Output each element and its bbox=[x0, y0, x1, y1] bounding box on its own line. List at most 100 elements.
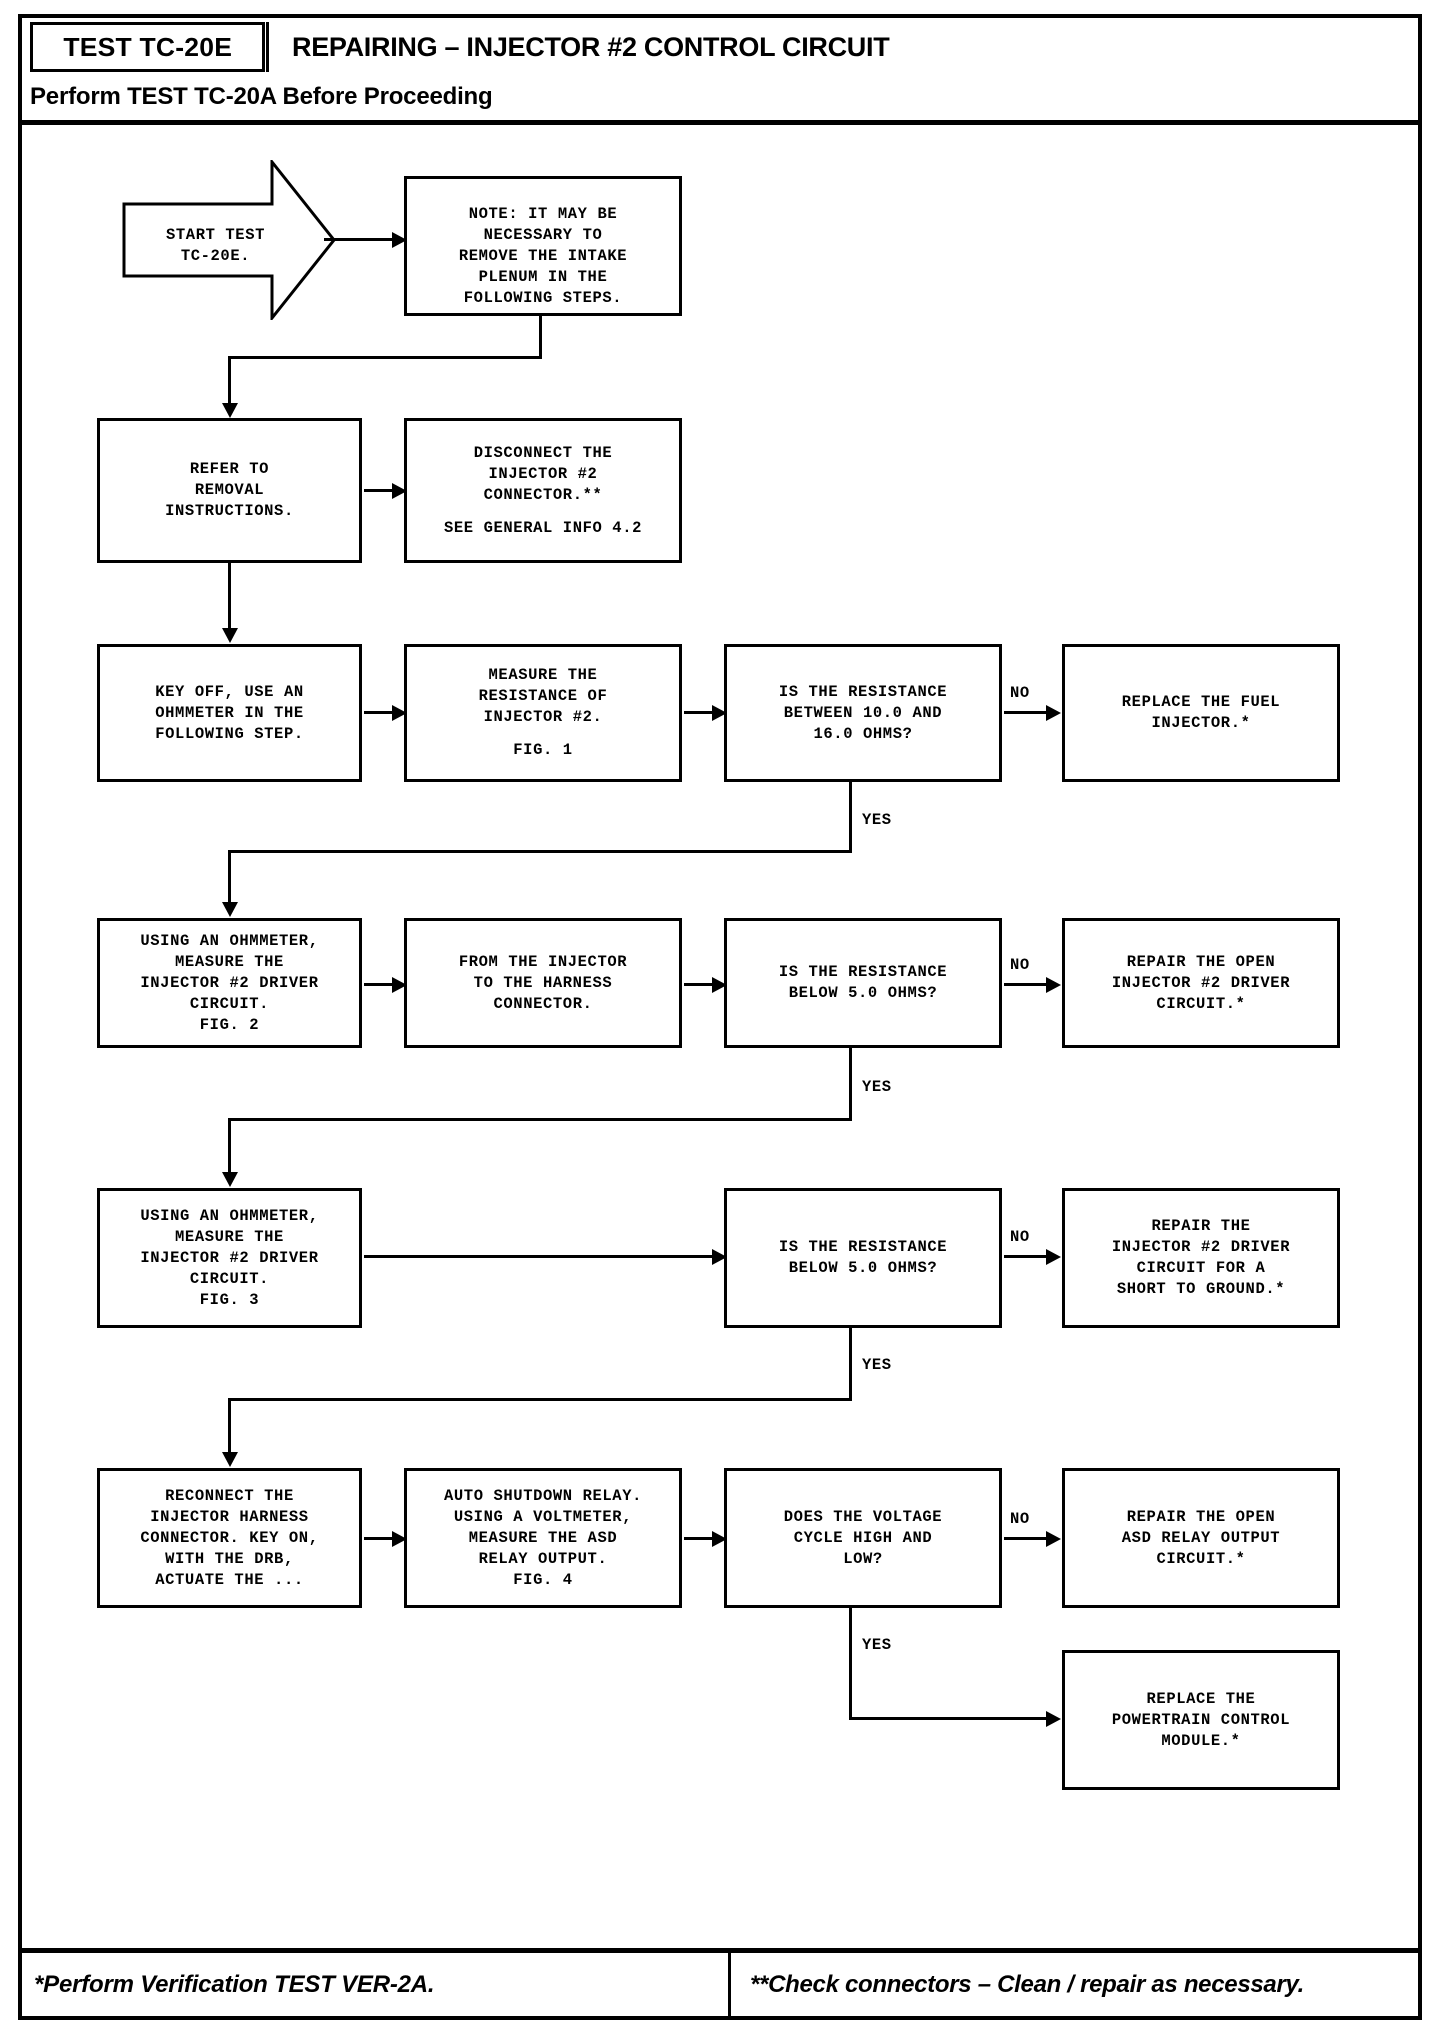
node-decision-below-5-ohms-b: IS THE RESISTANCE BELOW 5.0 OHMS? bbox=[724, 1188, 1002, 1328]
page-title: REPAIRING – INJECTOR #2 CONTROL CIRCUIT bbox=[292, 31, 890, 62]
arrowhead-decision4-yes bbox=[1046, 1711, 1061, 1727]
node-auto-shutdown-label: AUTO SHUTDOWN RELAY. USING A VOLTMETER, … bbox=[443, 1486, 643, 1589]
connector-note-to-refer bbox=[228, 356, 231, 412]
node-from-injector-harness-label: FROM THE INJECTOR TO THE HARNESS CONNECT… bbox=[458, 952, 628, 1013]
node-note-text: NOTE: IT MAY BE NECESSARY TO REMOVE THE … bbox=[459, 183, 627, 309]
start-arrow-shape bbox=[122, 160, 336, 320]
branch-label-yes-3: YES bbox=[862, 1356, 892, 1374]
connector-decision4-no bbox=[1004, 1537, 1050, 1540]
arrowhead-reconnect-to-asd bbox=[392, 1531, 407, 1547]
connector-decision3-no bbox=[1004, 1255, 1050, 1258]
branch-label-no-2: NO bbox=[1010, 956, 1030, 974]
node-auto-shutdown-relay: AUTO SHUTDOWN RELAY. USING A VOLTMETER, … bbox=[404, 1468, 682, 1608]
node-from-injector-harness: FROM THE INJECTOR TO THE HARNESS CONNECT… bbox=[404, 918, 682, 1048]
arrowhead-refer-down bbox=[222, 628, 238, 643]
arrowhead-decision3-no bbox=[1046, 1249, 1061, 1265]
node-disconnect-main-label: DISCONNECT THE INJECTOR #2 CONNECTOR.** bbox=[473, 443, 613, 504]
connector-asd-to-decision4 bbox=[684, 1537, 716, 1540]
node-ohmmeter-driver-fig3: USING AN OHMMETER, MEASURE THE INJECTOR … bbox=[97, 1188, 362, 1328]
arrowhead-asd-to-decision4 bbox=[712, 1531, 727, 1547]
connector-decision4-yes-down bbox=[849, 1608, 852, 1720]
connector-decision1-yes-to-row4 bbox=[228, 850, 231, 910]
arrowhead-decision2-yes bbox=[222, 1172, 238, 1187]
test-id-box: TEST TC-20E bbox=[30, 22, 265, 72]
branch-label-yes-1: YES bbox=[862, 811, 892, 829]
note-body-label: IT MAY BE NECESSARY TO REMOVE THE INTAKE… bbox=[458, 205, 628, 307]
node-repair-short-to-ground: REPAIR THE INJECTOR #2 DRIVER CIRCUIT FO… bbox=[1062, 1188, 1340, 1328]
node-repair-open-driver-label: REPAIR THE OPEN INJECTOR #2 DRIVER CIRCU… bbox=[1111, 952, 1291, 1013]
connector-decision2-yes-down bbox=[849, 1048, 852, 1118]
connector-decision4-yes-right bbox=[849, 1717, 1050, 1720]
arrowhead-decision4-no bbox=[1046, 1531, 1061, 1547]
node-reconnect-harness: RECONNECT THE INJECTOR HARNESS CONNECTOR… bbox=[97, 1468, 362, 1608]
arrowhead-decision1-no bbox=[1046, 705, 1061, 721]
branch-label-yes-2: YES bbox=[862, 1078, 892, 1096]
node-replace-fuel-injector: REPLACE THE FUEL INJECTOR.* bbox=[1062, 644, 1340, 782]
node-decision-resistance-range: IS THE RESISTANCE BETWEEN 10.0 AND 16.0 … bbox=[724, 644, 1002, 782]
footer-left-note: *Perform Verification TEST VER-2A. bbox=[34, 1970, 435, 1998]
branch-label-no-1: NO bbox=[1010, 684, 1030, 702]
arrowhead-harness-to-decision2 bbox=[712, 977, 727, 993]
node-repair-open-asd-label: REPAIR THE OPEN ASD RELAY OUTPUT CIRCUIT… bbox=[1121, 1507, 1281, 1568]
node-decision-2-label: IS THE RESISTANCE BELOW 5.0 OHMS? bbox=[778, 963, 948, 1002]
connector-decision3-yes-left bbox=[228, 1398, 852, 1401]
connector-decision3-yes-to-row6 bbox=[228, 1398, 231, 1460]
node-measure-fig-label: FIG. 1 bbox=[513, 741, 573, 759]
connector-decision2-yes-to-row5 bbox=[228, 1118, 231, 1180]
connector-note-left bbox=[228, 356, 542, 359]
connector-start-to-note bbox=[324, 238, 396, 241]
node-reconnect-harness-label: RECONNECT THE INJECTOR HARNESS CONNECTOR… bbox=[140, 1486, 319, 1589]
branch-label-no-4: NO bbox=[1010, 1510, 1030, 1528]
node-key-off-label: KEY OFF, USE AN OHMMETER IN THE FOLLOWIN… bbox=[155, 682, 304, 743]
test-id-label: TEST TC-20E bbox=[63, 31, 232, 62]
connector-refer-down bbox=[228, 563, 231, 638]
header-subtitle: Perform TEST TC-20A Before Proceeding bbox=[30, 83, 493, 110]
header-rule bbox=[22, 120, 1418, 125]
node-decision-below-5-ohms-a: IS THE RESISTANCE BELOW 5.0 OHMS? bbox=[724, 918, 1002, 1048]
node-decision-3-label: IS THE RESISTANCE BELOW 5.0 OHMS? bbox=[778, 1238, 948, 1277]
arrowhead-start-to-note bbox=[392, 232, 407, 248]
node-repair-open-driver-circuit: REPAIR THE OPEN INJECTOR #2 DRIVER CIRCU… bbox=[1062, 918, 1340, 1048]
connector-reconnect-to-asd bbox=[364, 1537, 396, 1540]
arrowhead-keyoff-to-measure bbox=[392, 705, 407, 721]
node-ohmmeter-driver-fig2: USING AN OHMMETER, MEASURE THE INJECTOR … bbox=[97, 918, 362, 1048]
connector-fig3-to-decision3 bbox=[364, 1255, 716, 1258]
connector-note-down bbox=[539, 316, 542, 356]
arrowhead-fig3-to-decision3 bbox=[712, 1249, 727, 1265]
branch-label-no-3: NO bbox=[1010, 1228, 1030, 1246]
node-key-off: KEY OFF, USE AN OHMMETER IN THE FOLLOWIN… bbox=[97, 644, 362, 782]
node-ohmmeter-driver-fig3-label: USING AN OHMMETER, MEASURE THE INJECTOR … bbox=[140, 1206, 319, 1309]
connector-harness-to-decision2 bbox=[684, 983, 716, 986]
node-note: NOTE: IT MAY BE NECESSARY TO REMOVE THE … bbox=[404, 176, 682, 316]
connector-decision1-yes-down bbox=[849, 782, 852, 850]
node-measure-resistance: MEASURE THE RESISTANCE OF INJECTOR #2. F… bbox=[404, 644, 682, 782]
footer-divider bbox=[728, 1953, 731, 2016]
connector-decision3-yes-down bbox=[849, 1328, 852, 1398]
arrowhead-note-to-refer bbox=[222, 403, 238, 418]
node-replace-pcm-label: REPLACE THE POWERTRAIN CONTROL MODULE.* bbox=[1111, 1689, 1291, 1750]
connector-refer-to-disconnect bbox=[364, 489, 396, 492]
node-refer-removal-label: REFER TO REMOVAL INSTRUCTIONS. bbox=[165, 460, 294, 520]
connector-decision2-no bbox=[1004, 983, 1050, 986]
node-start-label: START TEST TC-20E. bbox=[165, 226, 265, 265]
footer-right-note: **Check connectors – Clean / repair as n… bbox=[750, 1970, 1305, 1998]
node-disconnect-sub-label: SEE GENERAL INFO 4.2 bbox=[443, 518, 643, 537]
branch-label-yes-4: YES bbox=[862, 1636, 892, 1654]
node-refer-removal: REFER TO REMOVAL INSTRUCTIONS. bbox=[97, 418, 362, 563]
connector-keyoff-to-measure bbox=[364, 711, 396, 714]
connector-decision1-yes-left bbox=[228, 850, 852, 853]
node-replace-pcm: REPLACE THE POWERTRAIN CONTROL MODULE.* bbox=[1062, 1650, 1340, 1790]
arrowhead-measure-to-decision1 bbox=[712, 705, 727, 721]
arrowhead-decision3-yes bbox=[222, 1452, 238, 1467]
connector-decision1-no bbox=[1004, 711, 1050, 714]
node-repair-short-ground-label: REPAIR THE INJECTOR #2 DRIVER CIRCUIT FO… bbox=[1111, 1217, 1291, 1298]
arrowhead-decision2-no bbox=[1046, 977, 1061, 993]
node-replace-fuel-injector-label: REPLACE THE FUEL INJECTOR.* bbox=[1121, 693, 1281, 732]
footer-rule bbox=[22, 1948, 1418, 1953]
header-divider bbox=[266, 22, 269, 72]
node-decision-4-label: DOES THE VOLTAGE CYCLE HIGH AND LOW? bbox=[783, 1507, 943, 1568]
node-decision-voltage-cycle: DOES THE VOLTAGE CYCLE HIGH AND LOW? bbox=[724, 1468, 1002, 1608]
page-border bbox=[18, 14, 1422, 2020]
node-disconnect-connector: DISCONNECT THE INJECTOR #2 CONNECTOR.** … bbox=[404, 418, 682, 563]
arrowhead-decision1-yes bbox=[222, 902, 238, 917]
